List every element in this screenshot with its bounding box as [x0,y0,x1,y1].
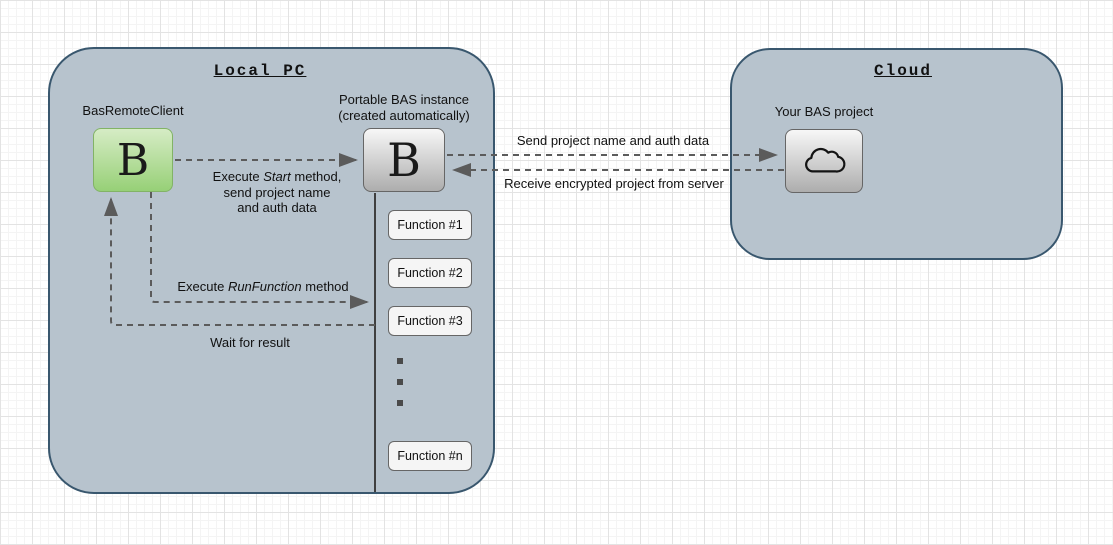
cloud-title: Cloud [873,62,932,80]
instance-label: Portable BAS instance (created automatic… [314,92,494,123]
function-3-box: Function #3 [388,306,472,336]
start-label-suffix: method, [294,169,342,184]
start-label-prefix: Execute [212,169,260,184]
portable-bas-instance-node: B [363,128,445,192]
instance-letter: B [387,133,421,187]
function-3-label: Function #3 [397,314,463,328]
bas-remote-client-node: B [93,128,173,192]
client-letter: B [116,134,150,186]
runfunction-arrow-label: Execute RunFunction method [143,279,383,295]
ellipsis-dot [397,379,403,385]
runfunction-label-suffix: method [305,279,349,294]
send-arrow-label: Send project name and auth data [516,133,710,148]
runfunction-label-method: RunFunction [227,279,302,294]
function-n-box: Function #n [388,441,472,471]
instance-label-line1: Portable BAS instance [338,92,470,107]
receive-arrow-label: Receive encrypted project from server [504,176,724,191]
start-label-line3: and auth data [237,200,317,215]
bas-project-node [785,129,863,193]
cloud-icon [805,147,846,173]
ellipsis-dot [397,400,403,406]
runfunction-label-prefix: Execute [177,279,225,294]
project-label: Your BAS project [774,104,874,119]
instance-label-line2: (created automatically) [338,107,470,123]
start-arrow-label: Execute Start method, send project name … [187,169,367,216]
function-n-label: Function #n [397,449,463,463]
function-1-label: Function #1 [397,218,463,232]
local-pc-title: Local PC [213,62,307,80]
client-label: BasRemoteClient [82,103,184,118]
function-2-box: Function #2 [388,258,472,288]
function-1-box: Function #1 [388,210,472,240]
wait-arrow-label: Wait for result [210,335,290,350]
ellipsis-dot [397,358,403,364]
function-2-label: Function #2 [397,266,463,280]
start-label-method: Start [263,169,291,184]
start-label-line2: send project name [223,184,331,200]
